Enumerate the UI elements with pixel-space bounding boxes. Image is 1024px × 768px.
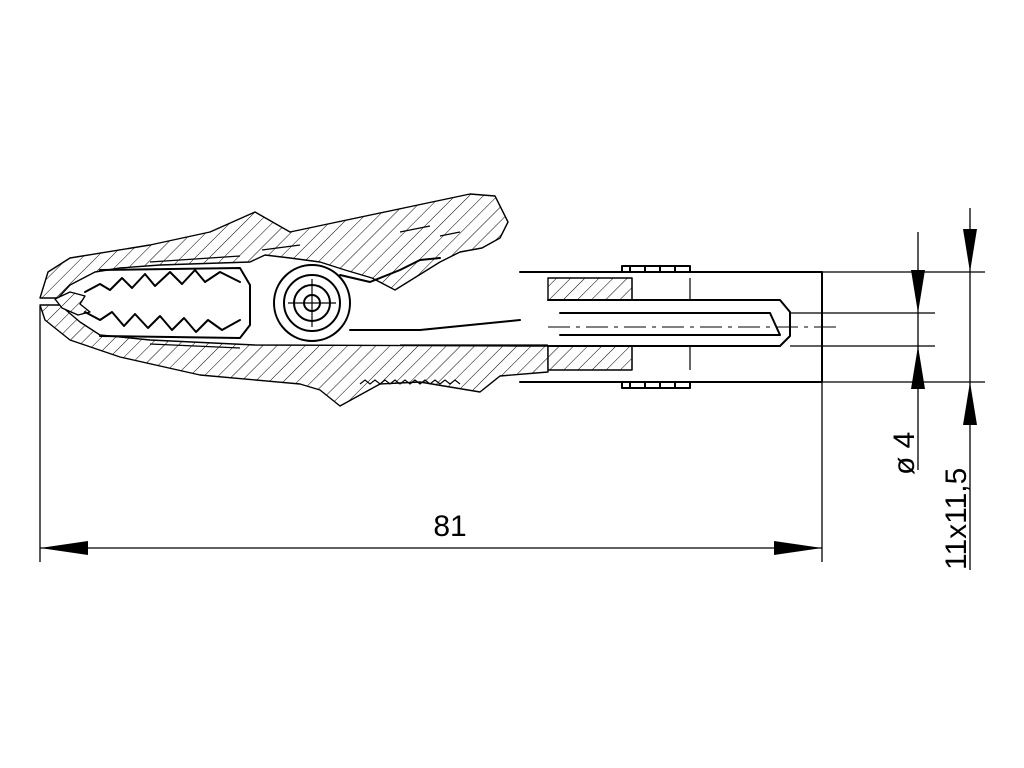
knurl-top [621, 265, 691, 273]
contact-tube-steps [631, 278, 691, 370]
upper-teeth [84, 269, 241, 293]
dimension-overall-length: 81 [39, 306, 823, 562]
jaw-tip-insert [54, 291, 91, 316]
crocodile-clip [39, 193, 840, 407]
pivot-pin [273, 264, 351, 342]
contact-tube [547, 299, 791, 347]
lower-jaw-body [39, 304, 549, 407]
knurl-bottom [621, 381, 691, 389]
upper-jaw-lever [39, 193, 509, 299]
hole-diameter-label: ø 4 [888, 432, 921, 475]
grip-serration [359, 379, 461, 385]
lever-hinge [339, 257, 521, 331]
overall-length-label: 81 [433, 510, 466, 543]
dimension-hole-diameter: ø 4 [790, 232, 935, 475]
lower-teeth [84, 311, 241, 333]
socket-housing-section-lower [547, 345, 633, 371]
contact-tube-inner [559, 312, 781, 336]
lever-spring [261, 225, 461, 251]
body-section-label: 11x11,5 [940, 468, 973, 570]
dimension-body-section: 11x11,5 [822, 208, 985, 570]
jaw-channel [99, 267, 251, 339]
jaw-inner-plate [149, 255, 241, 349]
socket-housing-section [547, 277, 633, 301]
